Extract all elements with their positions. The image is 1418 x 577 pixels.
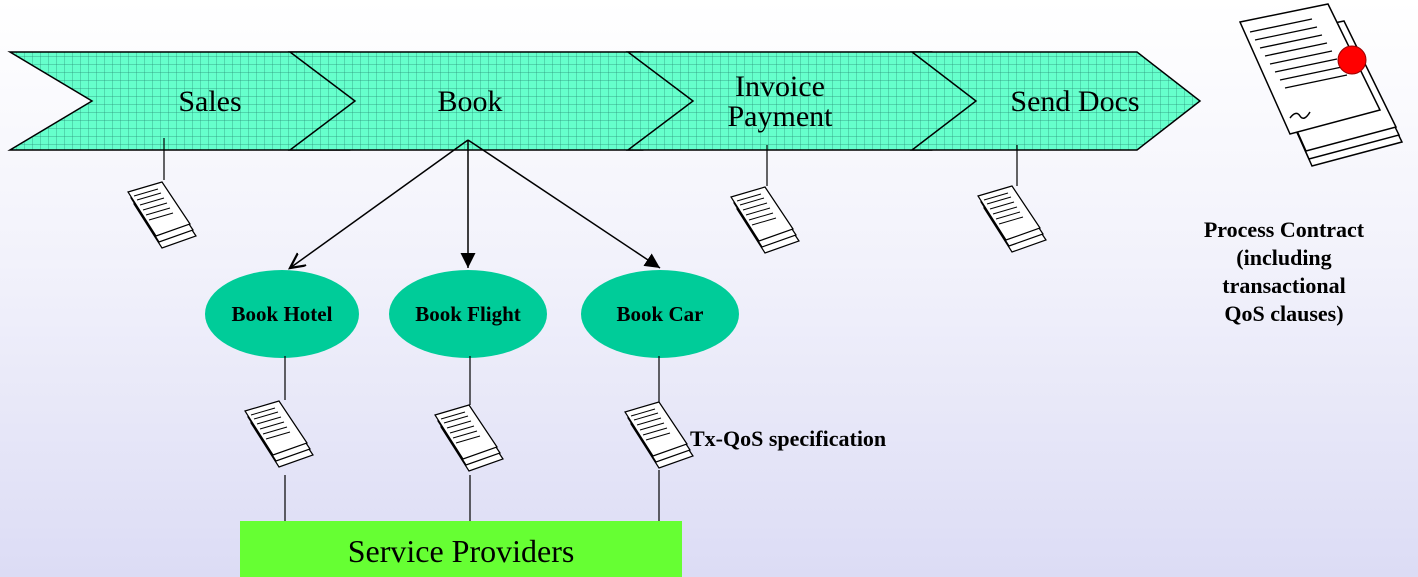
doc-icon-car bbox=[624, 401, 694, 469]
process-contract-label: Process Contract (including transactiona… bbox=[1203, 217, 1365, 326]
doc-icon-flight bbox=[434, 404, 504, 472]
seal-icon bbox=[1337, 45, 1367, 75]
service-label-flight: Book Flight bbox=[415, 301, 521, 326]
chevron-send-docs bbox=[909, 51, 1202, 151]
doc-icon-sales bbox=[127, 181, 197, 249]
step-label-sales: Sales bbox=[178, 85, 242, 118]
oval-book-hotel bbox=[205, 270, 359, 358]
step-label-book: Book bbox=[437, 85, 503, 118]
oval-book-flight bbox=[389, 270, 547, 358]
doc-icon-send-docs bbox=[977, 185, 1047, 253]
step-connectors bbox=[163, 138, 1018, 186]
oval-book-car bbox=[581, 270, 739, 358]
provider-connectors bbox=[284, 356, 660, 521]
tx-qos-spec-label: Tx-QoS specification bbox=[690, 426, 887, 451]
step-label-send-docs: Send Docs bbox=[1010, 85, 1140, 118]
service-label-car: Book Car bbox=[616, 301, 704, 326]
doc-icon-hotel bbox=[244, 400, 314, 468]
service-providers-box: Service Providers bbox=[240, 521, 682, 577]
service-label-hotel: Book Hotel bbox=[231, 301, 333, 326]
contract-document-icon bbox=[1238, 3, 1404, 167]
doc-icon-invoice bbox=[730, 186, 800, 254]
book-arrows bbox=[290, 139, 661, 268]
step-label-invoice: Invoice Payment bbox=[727, 70, 833, 133]
